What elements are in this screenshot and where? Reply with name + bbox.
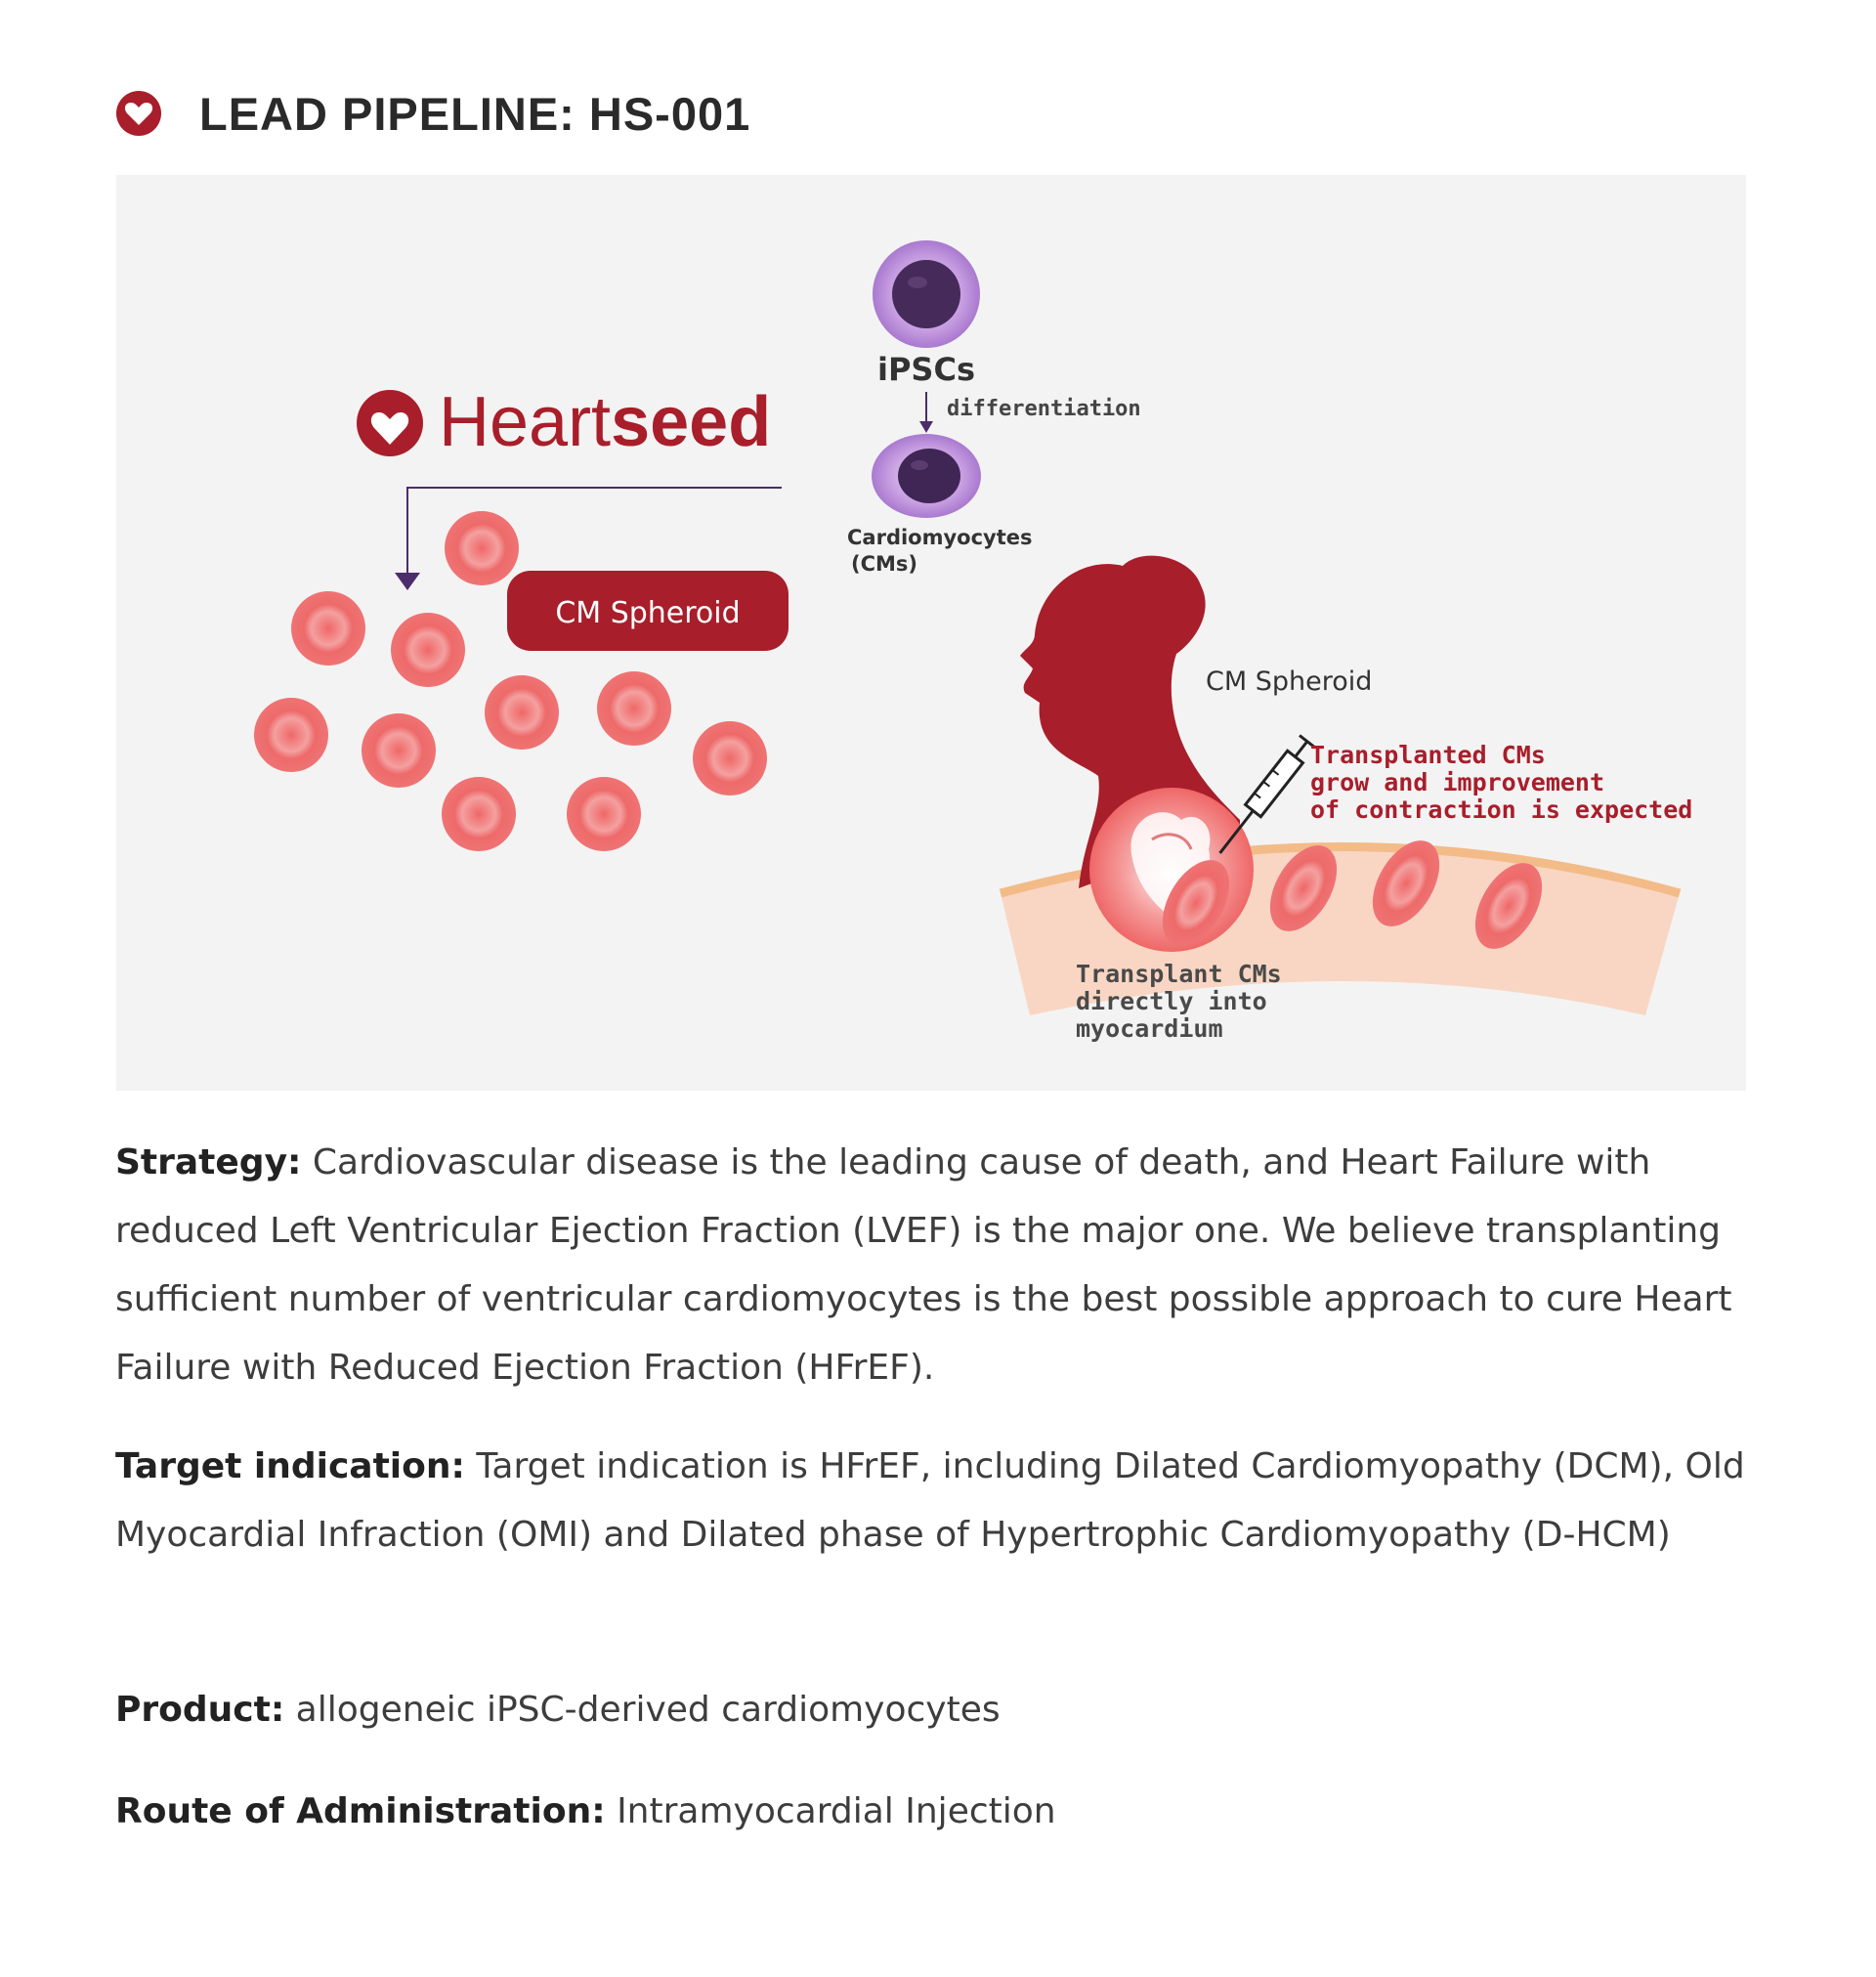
svg-text:directly into: directly into <box>1076 987 1267 1015</box>
route-text: Intramyocardial Injection <box>617 1791 1056 1831</box>
target-indication-paragraph: Target indication: Target indication is … <box>115 1433 1757 1569</box>
svg-text:CM Spheroid: CM Spheroid <box>555 596 740 630</box>
heart-badge-icon <box>116 91 161 136</box>
product-paragraph: Product: allogeneic iPSC-derived cardiom… <box>115 1676 1001 1744</box>
syringe-label: CM Spheroid <box>1206 666 1372 697</box>
cms-label: (CMs) <box>851 552 917 576</box>
pipeline-illustration: Heartseed CM Spheroid <box>116 175 1746 1091</box>
transplanted-cms <box>1162 840 1543 949</box>
section-header: LEAD PIPELINE: HS-001 <box>115 84 750 143</box>
cardiomyocytes-label: Cardiomyocytes <box>847 526 1033 549</box>
transplant-text: Transplant CMs directly into myocardium <box>1076 960 1282 1043</box>
brand-arrow <box>395 487 782 590</box>
syringe-icon <box>1218 734 1316 854</box>
strategy-paragraph: Strategy: Cardiovascular disease is the … <box>115 1129 1757 1402</box>
page-title: LEAD PIPELINE: HS-001 <box>199 87 751 140</box>
ipsc-cell-icon <box>873 240 980 348</box>
svg-text:Transplant CMs: Transplant CMs <box>1076 960 1282 988</box>
svg-text:Transplanted CMs: Transplanted CMs <box>1310 741 1546 769</box>
svg-text:of contraction is expected: of contraction is expected <box>1310 795 1692 824</box>
brand-seed: seed <box>611 383 771 461</box>
svg-text:grow and improvement: grow and improvement <box>1310 768 1604 796</box>
svg-text:Heartseed: Heartseed <box>439 383 771 461</box>
target-label: Target indication: <box>115 1446 465 1486</box>
illustration-svg: Heartseed CM Spheroid <box>254 240 1692 1043</box>
heartseed-logo: Heartseed <box>357 383 771 461</box>
differentiation-label: differentiation <box>947 397 1141 421</box>
cardiomyocyte-cell-icon <box>872 434 981 518</box>
svg-text:myocardium: myocardium <box>1076 1014 1223 1043</box>
outcome-text: Transplanted CMs grow and improvement of… <box>1310 741 1692 824</box>
product-text: allogeneic iPSC-derived cardiomyocytes <box>295 1690 1001 1730</box>
ipscs-label: iPSCs <box>877 351 975 388</box>
spheroid-cells <box>254 511 767 851</box>
pipeline-details: Strategy: Cardiovascular disease is the … <box>115 1129 1757 1831</box>
cm-spheroid-badge: CM Spheroid <box>507 571 789 651</box>
brand-heart: Heart <box>439 383 611 461</box>
differentiation-arrow <box>919 392 933 433</box>
product-label: Product: <box>115 1690 285 1730</box>
strategy-label: Strategy: <box>115 1142 302 1182</box>
route-label: Route of Administration: <box>115 1791 606 1831</box>
strategy-text: Cardiovascular disease is the leading ca… <box>115 1142 1732 1388</box>
route-paragraph: Route of Administration: Intramyocardial… <box>115 1778 1056 1846</box>
target-text: Target indication is HFrEF, including Di… <box>115 1446 1745 1555</box>
